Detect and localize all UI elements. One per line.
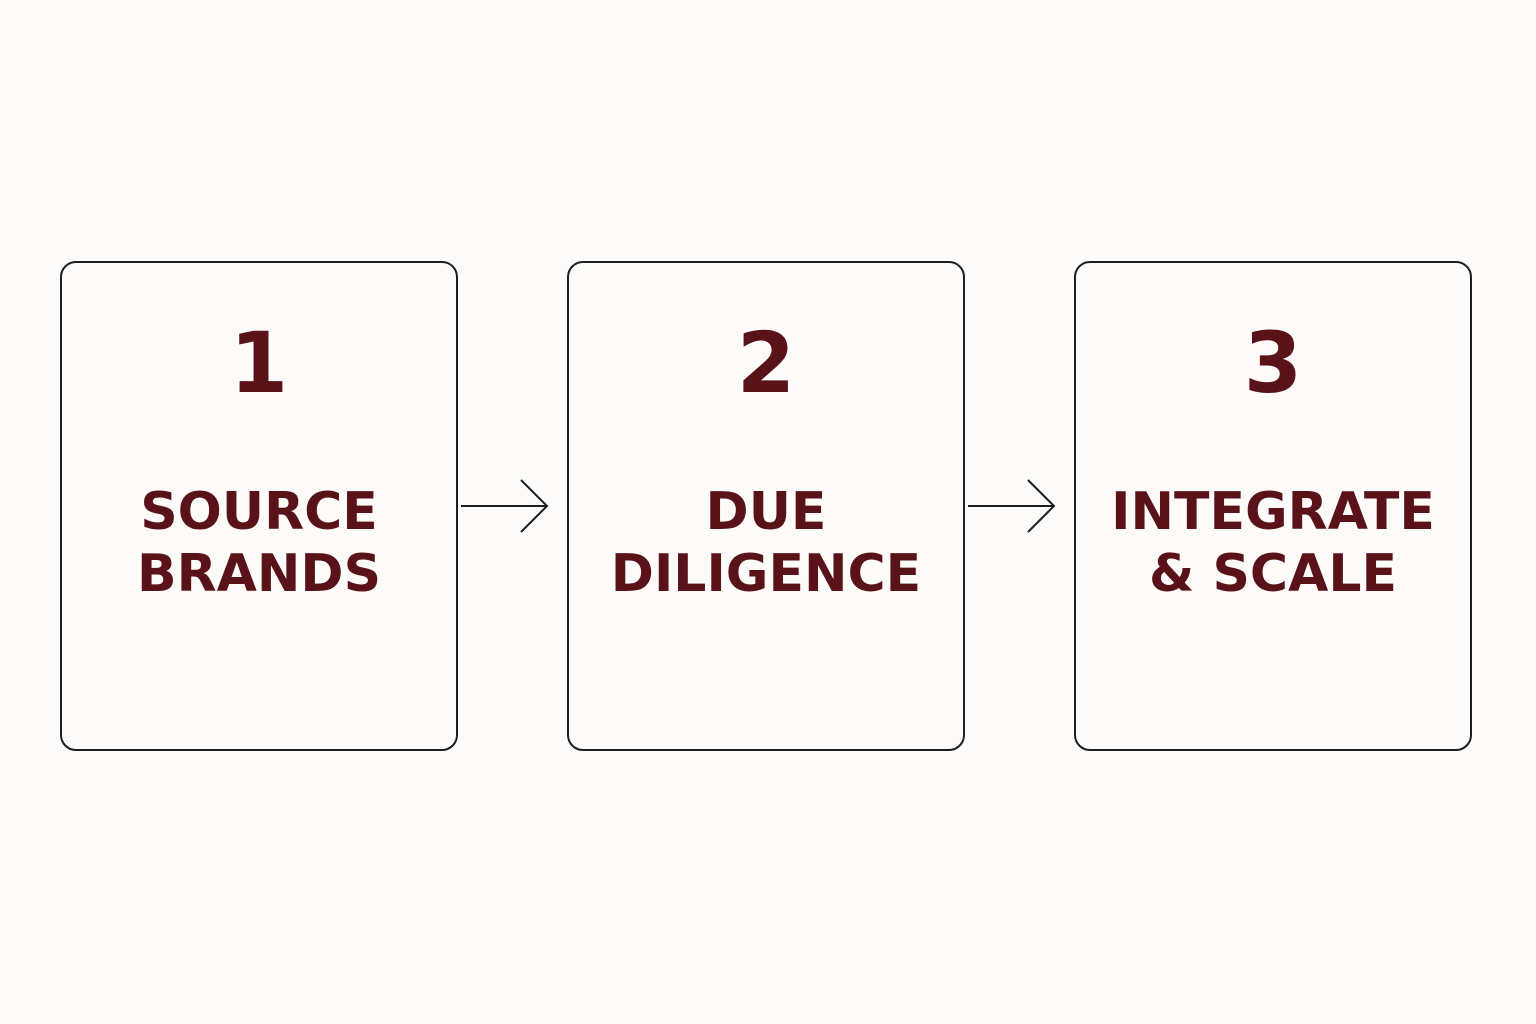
step-box-integrate-scale: 3 INTEGRATE & SCALE bbox=[1074, 261, 1472, 751]
step-box-due-diligence: 2 DUE DILIGENCE bbox=[567, 261, 965, 751]
step-label: DUE DILIGENCE bbox=[569, 481, 963, 605]
step-number: 2 bbox=[736, 314, 796, 412]
step-label: INTEGRATE & SCALE bbox=[1076, 481, 1470, 605]
step-label: SOURCE BRANDS bbox=[62, 481, 456, 605]
step-label-line: DILIGENCE bbox=[610, 544, 922, 604]
arrow-right-icon bbox=[968, 479, 1056, 533]
arrow-right-icon bbox=[461, 479, 549, 533]
step-label-line: BRANDS bbox=[136, 544, 382, 604]
step-box-source-brands: 1 SOURCE BRANDS bbox=[60, 261, 458, 751]
step-label-line: DUE bbox=[705, 482, 827, 542]
step-label-line: & SCALE bbox=[1149, 544, 1397, 604]
step-label-line: INTEGRATE bbox=[1111, 482, 1435, 542]
step-number: 1 bbox=[229, 314, 289, 412]
step-number: 3 bbox=[1243, 314, 1303, 412]
step-label-line: SOURCE bbox=[140, 482, 378, 542]
